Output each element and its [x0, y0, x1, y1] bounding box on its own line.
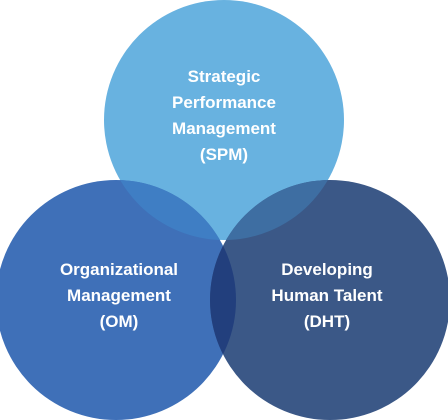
label-dht-line-1: Developing: [281, 260, 373, 279]
circle-om: [0, 180, 236, 420]
label-om-line-1: Organizational: [59, 260, 179, 279]
circle-spm: [104, 0, 344, 240]
label-spm-line-3: Management: [172, 119, 276, 138]
label-spm-line-2: Performance: [172, 93, 276, 112]
label-om-line-2: Management: [67, 286, 171, 305]
label-spm: Strategic Performance Management (SPM): [134, 64, 314, 168]
label-dht-line-3: (DHT): [303, 312, 351, 331]
label-dht: Developing Human Talent (DHT): [237, 257, 417, 335]
circle-dht: [210, 180, 448, 420]
label-spm-line-1: Strategic: [187, 67, 261, 86]
label-dht-line-2: Human Talent: [271, 286, 383, 305]
label-om: Organizational Management (OM): [29, 257, 209, 335]
label-spm-line-4: (SPM): [199, 145, 249, 164]
label-om-line-3: (OM): [99, 312, 139, 331]
